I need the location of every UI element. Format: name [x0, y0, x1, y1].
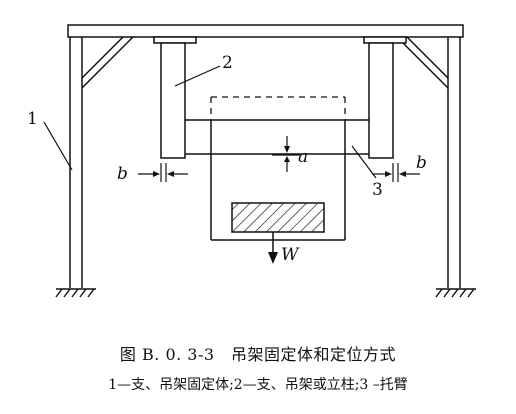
load-block — [231, 202, 325, 233]
label-hanger: 2 — [222, 53, 233, 73]
figure-title: 图 B. 0. 3-3 吊架固定体和定位方式 — [119, 345, 397, 364]
bracket — [185, 119, 369, 155]
label-gap-b-right: b — [416, 153, 427, 173]
label-gap-a: a — [298, 147, 308, 167]
figure-legend: 1—支、吊架固定体;2—支、吊架或立柱;3 –托臂 — [108, 377, 408, 393]
top-beam — [67, 24, 464, 38]
gap-a-dimension — [272, 136, 300, 172]
leader-3 — [351, 145, 377, 179]
left-brace-2 — [81, 36, 134, 89]
label-gap-b-left: b — [117, 164, 128, 184]
left-brace-1 — [81, 36, 124, 79]
hanger-left-post — [160, 42, 186, 159]
suspended-frame — [210, 120, 346, 241]
ground-right — [435, 288, 476, 298]
hanger-left-cap — [153, 36, 197, 44]
leader-2 — [174, 65, 221, 87]
gap-b-left-dimension — [138, 163, 188, 182]
leader-1 — [43, 121, 73, 171]
hanger-left — [153, 36, 197, 159]
hanger-right-cap — [363, 36, 407, 44]
hanger-right-post — [368, 42, 394, 159]
right-brace-1 — [406, 36, 449, 79]
hanger-right — [363, 36, 407, 159]
support-frame — [67, 24, 464, 288]
right-brace-2 — [396, 36, 449, 89]
pipe-dashed-outline — [210, 96, 346, 120]
load-arrow — [268, 232, 278, 264]
label-load: W — [281, 245, 300, 265]
gap-b-right-dimension — [372, 163, 420, 182]
label-frame: 1 — [27, 109, 38, 129]
ground-left — [55, 288, 96, 298]
leader-lines — [43, 65, 377, 179]
label-bracket: 3 — [372, 180, 383, 200]
